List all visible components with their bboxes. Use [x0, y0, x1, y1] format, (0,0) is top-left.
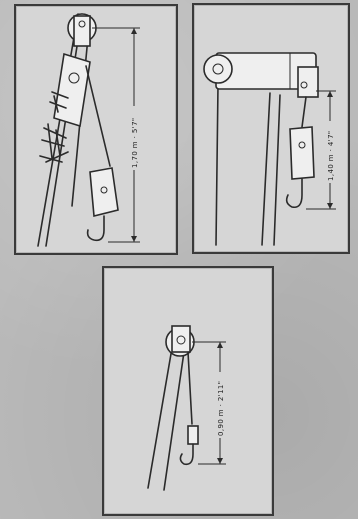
- hoist-body: [53, 52, 91, 128]
- hoist-rope: [187, 351, 193, 425]
- top-pulley: [203, 54, 233, 84]
- measurement-label: 0,90 m · 2'11": [217, 381, 225, 436]
- lower-block: [187, 425, 199, 445]
- tripod-leg: [37, 13, 79, 247]
- tripod-leg: [45, 13, 83, 247]
- chain-loops: [49, 91, 69, 113]
- gear-housing: [297, 66, 319, 98]
- hook: [285, 178, 303, 209]
- hook: [179, 443, 194, 466]
- chain-loops: [39, 123, 69, 163]
- measurement-label: 1,70 m · 5'7": [131, 117, 139, 168]
- tripod-leg: [261, 92, 271, 246]
- hook: [86, 215, 105, 242]
- tripod-leg: [147, 347, 173, 489]
- tripod-leg: [273, 94, 281, 246]
- lower-block: [89, 167, 119, 218]
- measurement-label: 1,40 m · 4'7": [327, 130, 335, 181]
- pulley-bracket: [171, 325, 191, 353]
- pulley-bracket: [73, 15, 91, 47]
- lower-block: [289, 126, 315, 180]
- hoist-tilted-illustration: 1,40 m · 4'7": [203, 52, 336, 246]
- hoist-retracted-illustration: 0,90 m · 2'11": [147, 325, 226, 491]
- figure-panel-right: 1,40 m · 4'7": [192, 3, 350, 254]
- figure-panel-left: 1,70 m · 5'7": [14, 4, 178, 255]
- tripod-leg: [215, 84, 219, 246]
- tripod-leg: [163, 351, 185, 491]
- figure-panel-bottom: 0,90 m · 2'11": [102, 266, 274, 516]
- hoist-extended-illustration: 1,70 m · 5'7": [37, 13, 140, 247]
